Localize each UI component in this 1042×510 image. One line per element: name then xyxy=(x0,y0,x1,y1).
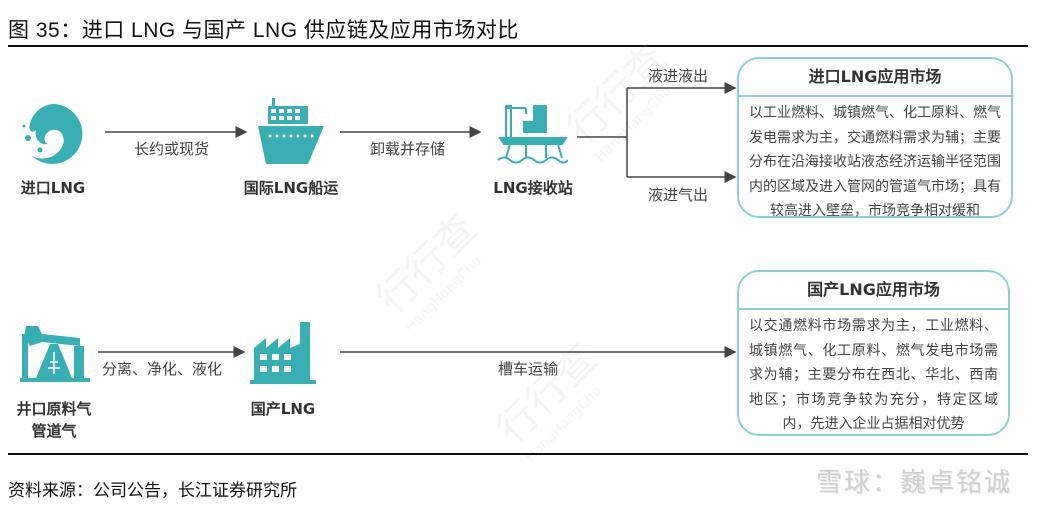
pumpjack-icon xyxy=(20,322,90,384)
node-label-wellhead-gas-line2: 管道气 xyxy=(31,422,77,440)
edge-label-liquid-in-gas-out: 液进气出 xyxy=(648,186,709,204)
ship-icon xyxy=(256,98,326,168)
import-market-box: 进口LNG应用市场 以工业燃料、城镇燃气、化工原料、燃气发电需求为主，交通燃料需… xyxy=(737,57,1013,219)
edge-label-long-term-or-spot: 长约或现货 xyxy=(134,140,210,158)
edge-label-liquid-in-liquid-out: 液进液出 xyxy=(648,67,709,85)
footer-rule xyxy=(8,453,1028,455)
edge-label-tanker-transport: 槽车运输 xyxy=(498,360,559,378)
node-label-wellhead-gas-line1: 井口原料气 xyxy=(16,400,92,418)
factory-icon xyxy=(250,318,316,386)
node-label-international-shipping: 国际LNG船运 xyxy=(243,179,339,197)
import-market-description: 以工业燃料、城镇燃气、化工原料、燃气发电需求为主，交通燃料需求为辅；主要分布在沿… xyxy=(749,105,1001,219)
node-label-lng-terminal: LNG接收站 xyxy=(493,179,573,197)
source-note: 资料来源：公司公告，长江证券研究所 xyxy=(8,481,297,500)
wave-icon xyxy=(18,100,90,170)
node-label-domestic-lng: 国产LNG xyxy=(250,400,316,418)
edge-label-separate-purify-liquefy: 分离、净化、液化 xyxy=(102,360,223,378)
domestic-market-box: 国产LNG应用市场 以交通燃料市场需求为主，工业燃料、城镇燃气、化工原料、燃气发… xyxy=(737,270,1010,436)
figure-title: 图 35：进口 LNG 与国产 LNG 供应链及应用市场对比 xyxy=(8,19,519,42)
edge-label-unload-and-store: 卸载并存储 xyxy=(370,140,446,158)
terminal-icon xyxy=(496,100,569,166)
domestic-market-description: 以交通燃料市场需求为主，工业燃料、城镇燃气、化工原料、燃气发电市场需求为辅；主要… xyxy=(749,318,998,432)
title-rule xyxy=(8,45,1028,47)
node-label-wellhead-gas: 井口原料气 管道气 xyxy=(4,398,104,442)
import-market-title: 进口LNG应用市场 xyxy=(739,59,1011,97)
domestic-market-title: 国产LNG应用市场 xyxy=(739,272,1008,310)
brand-watermark: 雪球：巍卓铭诚 xyxy=(815,468,1012,498)
node-label-import-lng: 进口LNG xyxy=(20,179,86,197)
